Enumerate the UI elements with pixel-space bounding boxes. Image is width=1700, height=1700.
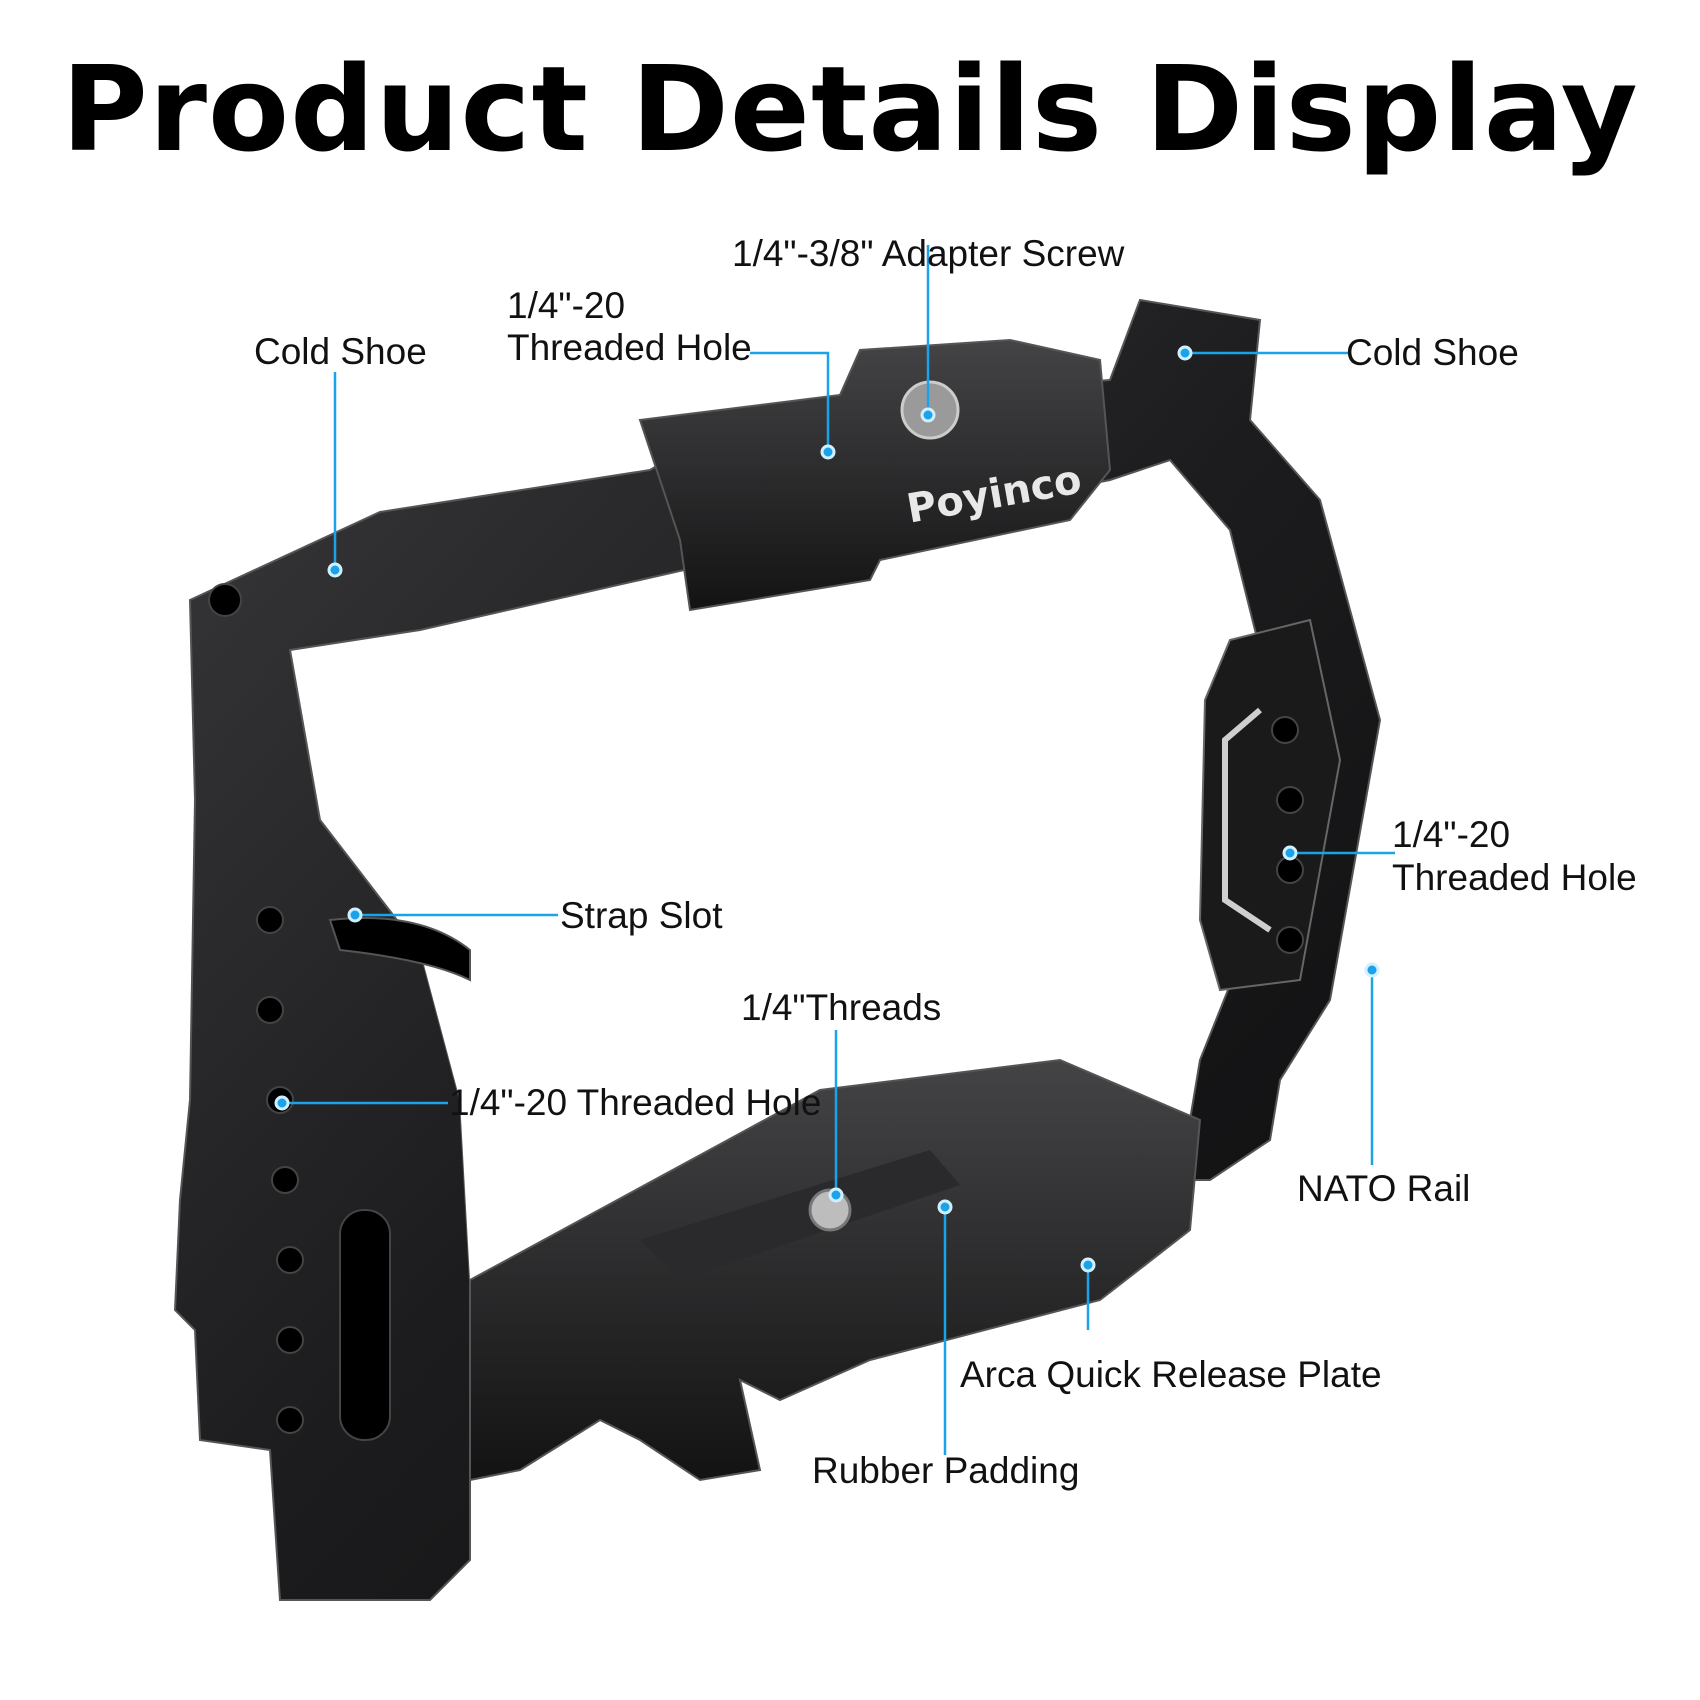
callout-dots <box>274 345 1380 1273</box>
label-adapter-screw: 1/4"-3/8" Adapter Screw <box>732 233 1125 274</box>
label-threaded-hole-top-line2: Threaded Hole <box>507 327 752 368</box>
label-threaded-hole-right-line1: 1/4"-20 <box>1392 814 1511 855</box>
label-cold-shoe-right: Cold Shoe <box>1346 332 1519 373</box>
leader-lines <box>282 245 1395 1455</box>
label-cold-shoe-left: Cold Shoe <box>254 331 427 372</box>
label-rubber-padding: Rubber Padding <box>812 1450 1080 1491</box>
label-arca-plate: Arca Quick Release Plate <box>960 1354 1382 1395</box>
label-nato-rail: NATO Rail <box>1297 1168 1471 1209</box>
label-threaded-hole-top-line1: 1/4"-20 <box>507 285 626 326</box>
label-quarter-threads: 1/4"Threads <box>741 987 942 1028</box>
label-strap-slot: Strap Slot <box>560 895 723 936</box>
cage-frame: Poyinco <box>173 298 1382 1601</box>
page-title: Product Details Display <box>61 40 1639 178</box>
label-threaded-hole-right-line2: Threaded Hole <box>1392 857 1637 898</box>
label-threaded-hole-left: 1/4"-20 Threaded Hole <box>449 1082 822 1123</box>
